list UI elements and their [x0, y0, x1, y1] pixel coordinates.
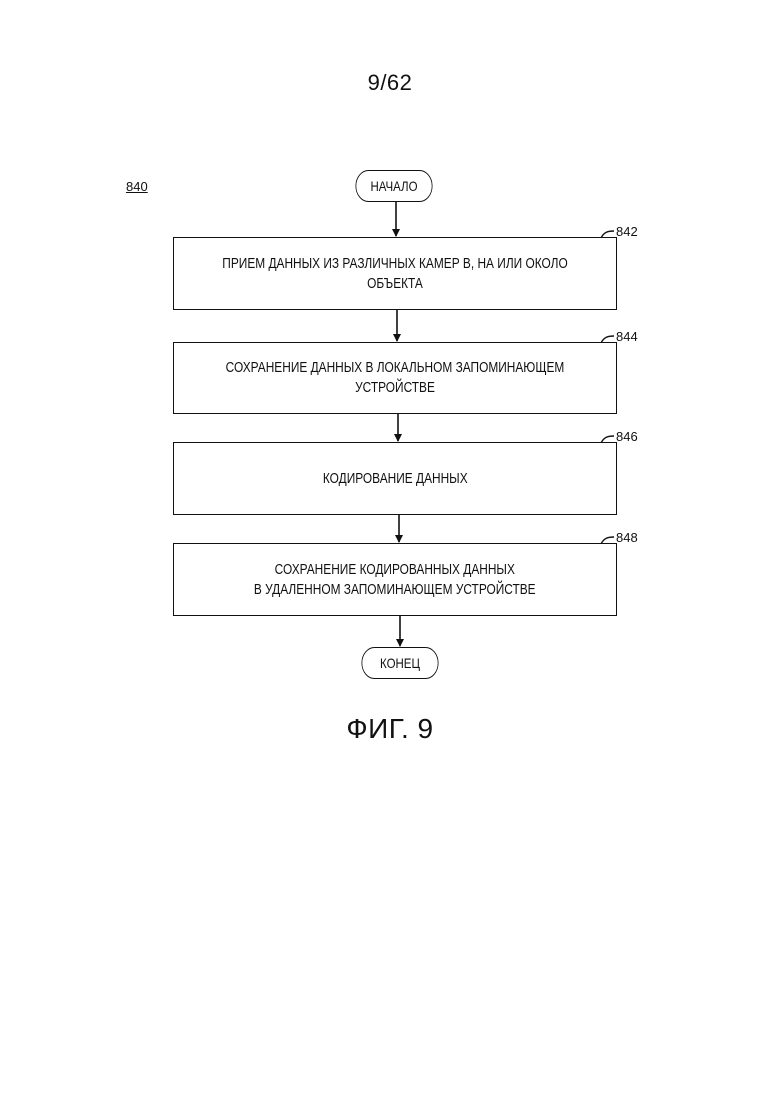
figure-caption: ФИГ. 9	[0, 713, 780, 745]
step-ref-842: 842	[616, 224, 638, 239]
step-box-846: КОДИРОВАНИЕ ДАННЫХ	[173, 442, 617, 515]
step-box-848: СОХРАНЕНИЕ КОДИРОВАННЫХ ДАННЫХ В УДАЛЕНН…	[173, 543, 617, 616]
step-box-844: СОХРАНЕНИЕ ДАННЫХ В ЛОКАЛЬНОМ ЗАПОМИНАЮЩ…	[173, 342, 617, 414]
step-ref-844: 844	[616, 329, 638, 344]
end-terminal: КОНЕЦ	[361, 647, 438, 679]
step-ref-846: 846	[616, 429, 638, 444]
step-text-842: ПРИЕМ ДАННЫХ ИЗ РАЗЛИЧНЫХ КАМЕР В, НА ИЛ…	[214, 254, 576, 294]
step-text-848: СОХРАНЕНИЕ КОДИРОВАННЫХ ДАННЫХ В УДАЛЕНН…	[254, 560, 536, 600]
step-box-842: ПРИЕМ ДАННЫХ ИЗ РАЗЛИЧНЫХ КАМЕР В, НА ИЛ…	[173, 237, 617, 310]
start-terminal: НАЧАЛО	[355, 170, 432, 202]
step-text-846: КОДИРОВАНИЕ ДАННЫХ	[323, 469, 468, 489]
step-ref-848: 848	[616, 530, 638, 545]
step-text-844: СОХРАНЕНИЕ ДАННЫХ В ЛОКАЛЬНОМ ЗАПОМИНАЮЩ…	[214, 358, 576, 398]
